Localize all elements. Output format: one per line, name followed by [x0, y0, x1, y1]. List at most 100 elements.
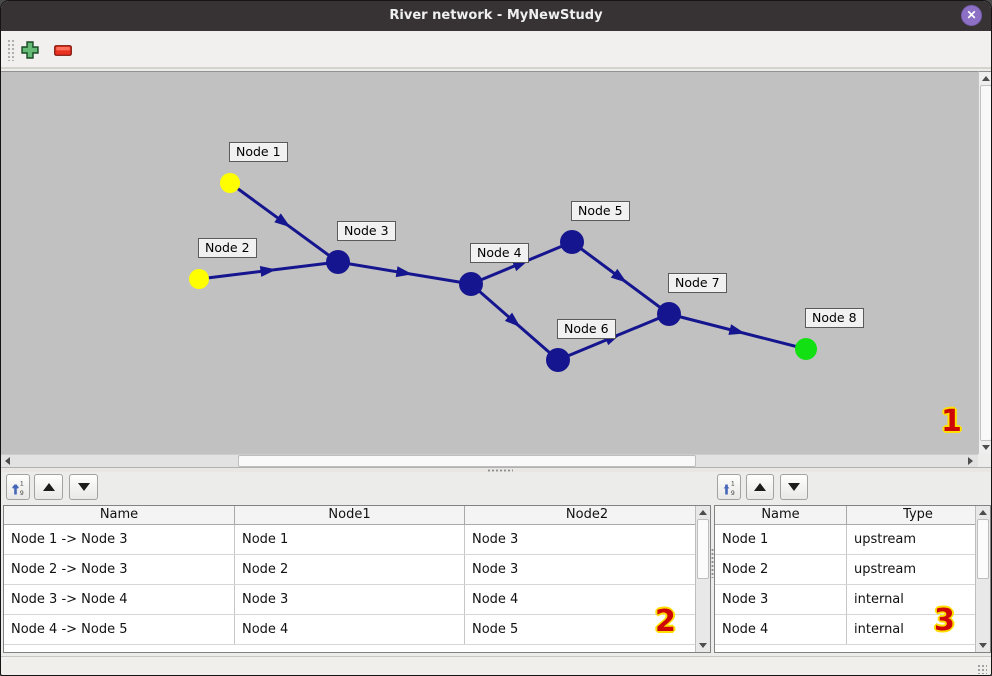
column-header[interactable]: Type — [847, 506, 990, 524]
scroll-down-button[interactable] — [979, 441, 991, 454]
sort-ascending-icon: 1 9 — [723, 480, 735, 496]
network-node[interactable] — [795, 338, 817, 360]
node-label: Node 4 — [470, 243, 529, 263]
scroll-up-button[interactable] — [696, 506, 710, 519]
table-cell[interactable]: Node 3 — [465, 525, 710, 554]
scrollbar-corner — [978, 454, 991, 467]
titlebar: River network - MyNewStudy ✕ — [1, 1, 991, 31]
close-button[interactable]: ✕ — [961, 5, 982, 26]
table-cell[interactable]: Node 3 -> Node 4 — [4, 585, 235, 614]
remove-button[interactable] — [54, 44, 72, 56]
node-label: Node 5 — [571, 201, 630, 221]
table-cell[interactable]: internal — [847, 585, 990, 614]
table-cell[interactable]: upstream — [847, 555, 990, 584]
sort-ascending-icon: 1 9 — [12, 480, 24, 496]
canvas-horizontal-scrollbar[interactable] — [1, 454, 978, 467]
table-cell[interactable]: Node 3 — [465, 555, 710, 584]
column-header[interactable]: Name — [715, 506, 847, 524]
network-node[interactable] — [657, 302, 681, 326]
vertical-splitter[interactable] — [711, 548, 714, 578]
edge-arrow-icon — [504, 312, 521, 328]
horizontal-scrollbar-thumb[interactable] — [238, 455, 696, 467]
resize-grip-icon[interactable] — [977, 664, 987, 674]
table-cell[interactable]: Node 3 — [715, 585, 847, 614]
scroll-right-button[interactable] — [964, 455, 976, 467]
network-node[interactable] — [220, 173, 240, 193]
edge-arrow-icon — [610, 268, 627, 283]
triangle-down-icon — [77, 483, 90, 491]
edge-arrow-icon — [728, 324, 746, 335]
nodes-move-down-button[interactable] — [780, 474, 808, 500]
vertical-scrollbar-thumb[interactable] — [980, 85, 991, 441]
triangle-up-icon — [979, 510, 987, 515]
table-cell[interactable]: Node 4 — [715, 615, 847, 644]
triangle-up-icon — [982, 76, 990, 81]
scroll-up-button[interactable] — [976, 506, 990, 519]
triangle-left-icon — [4, 457, 10, 465]
canvas-vertical-scrollbar[interactable] — [978, 71, 991, 454]
node-label: Node 6 — [557, 319, 616, 339]
network-node[interactable] — [459, 272, 483, 296]
scroll-left-button[interactable] — [1, 455, 13, 467]
sort-digit-top: 1 — [20, 480, 24, 487]
network-node[interactable] — [546, 348, 570, 372]
table-cell[interactable]: Node 1 -> Node 3 — [4, 525, 235, 554]
table-cell[interactable]: Node 3 — [235, 585, 465, 614]
edge-arrow-icon — [395, 266, 413, 278]
scrollbar-thumb[interactable] — [697, 519, 709, 579]
nodes-sort-button[interactable]: 1 9 — [717, 474, 741, 500]
nodes-table-scrollbar[interactable] — [975, 506, 990, 652]
scroll-down-button[interactable] — [976, 639, 990, 652]
main-toolbar — [1, 31, 991, 69]
horizontal-splitter[interactable] — [1, 467, 991, 472]
window-title: River network - MyNewStudy — [389, 8, 603, 23]
table-cell[interactable]: Node 2 — [235, 555, 465, 584]
scroll-down-button[interactable] — [696, 639, 710, 652]
column-header[interactable]: Node1 — [235, 506, 465, 524]
table-cell[interactable]: Node 1 — [235, 525, 465, 554]
plus-icon — [21, 41, 39, 59]
links-table-scrollbar[interactable] — [695, 506, 710, 652]
annotation-number: 2 — [655, 604, 676, 639]
network-node[interactable] — [189, 269, 209, 289]
edge-arrow-icon — [274, 213, 291, 228]
table-cell[interactable]: Node 4 — [235, 615, 465, 644]
column-header[interactable]: Name — [4, 506, 235, 524]
triangle-down-icon — [699, 643, 707, 648]
scrollbar-thumb[interactable] — [977, 519, 989, 579]
column-header[interactable]: Node2 — [465, 506, 710, 524]
network-node[interactable] — [560, 230, 584, 254]
table-cell[interactable]: Node 4 -> Node 5 — [4, 615, 235, 644]
nodes-move-up-button[interactable] — [746, 474, 774, 500]
links-move-down-button[interactable] — [69, 474, 98, 500]
links-move-up-button[interactable] — [34, 474, 63, 500]
table-cell[interactable]: Node 1 — [715, 525, 847, 554]
table-cell[interactable]: Node 2 -> Node 3 — [4, 555, 235, 584]
network-node[interactable] — [326, 250, 350, 274]
scroll-up-button[interactable] — [979, 72, 991, 85]
table-cell[interactable]: internal — [847, 615, 990, 644]
add-button[interactable] — [21, 41, 39, 59]
node-label: Node 8 — [805, 308, 864, 328]
node-label: Node 3 — [337, 221, 396, 241]
sort-digit-bottom: 9 — [20, 490, 24, 496]
table-cell[interactable]: Node 2 — [715, 555, 847, 584]
table-cell[interactable]: upstream — [847, 525, 990, 554]
triangle-down-icon — [979, 643, 987, 648]
toolbar-drag-handle[interactable] — [7, 39, 16, 61]
links-sort-button[interactable]: 1 9 — [6, 474, 30, 500]
